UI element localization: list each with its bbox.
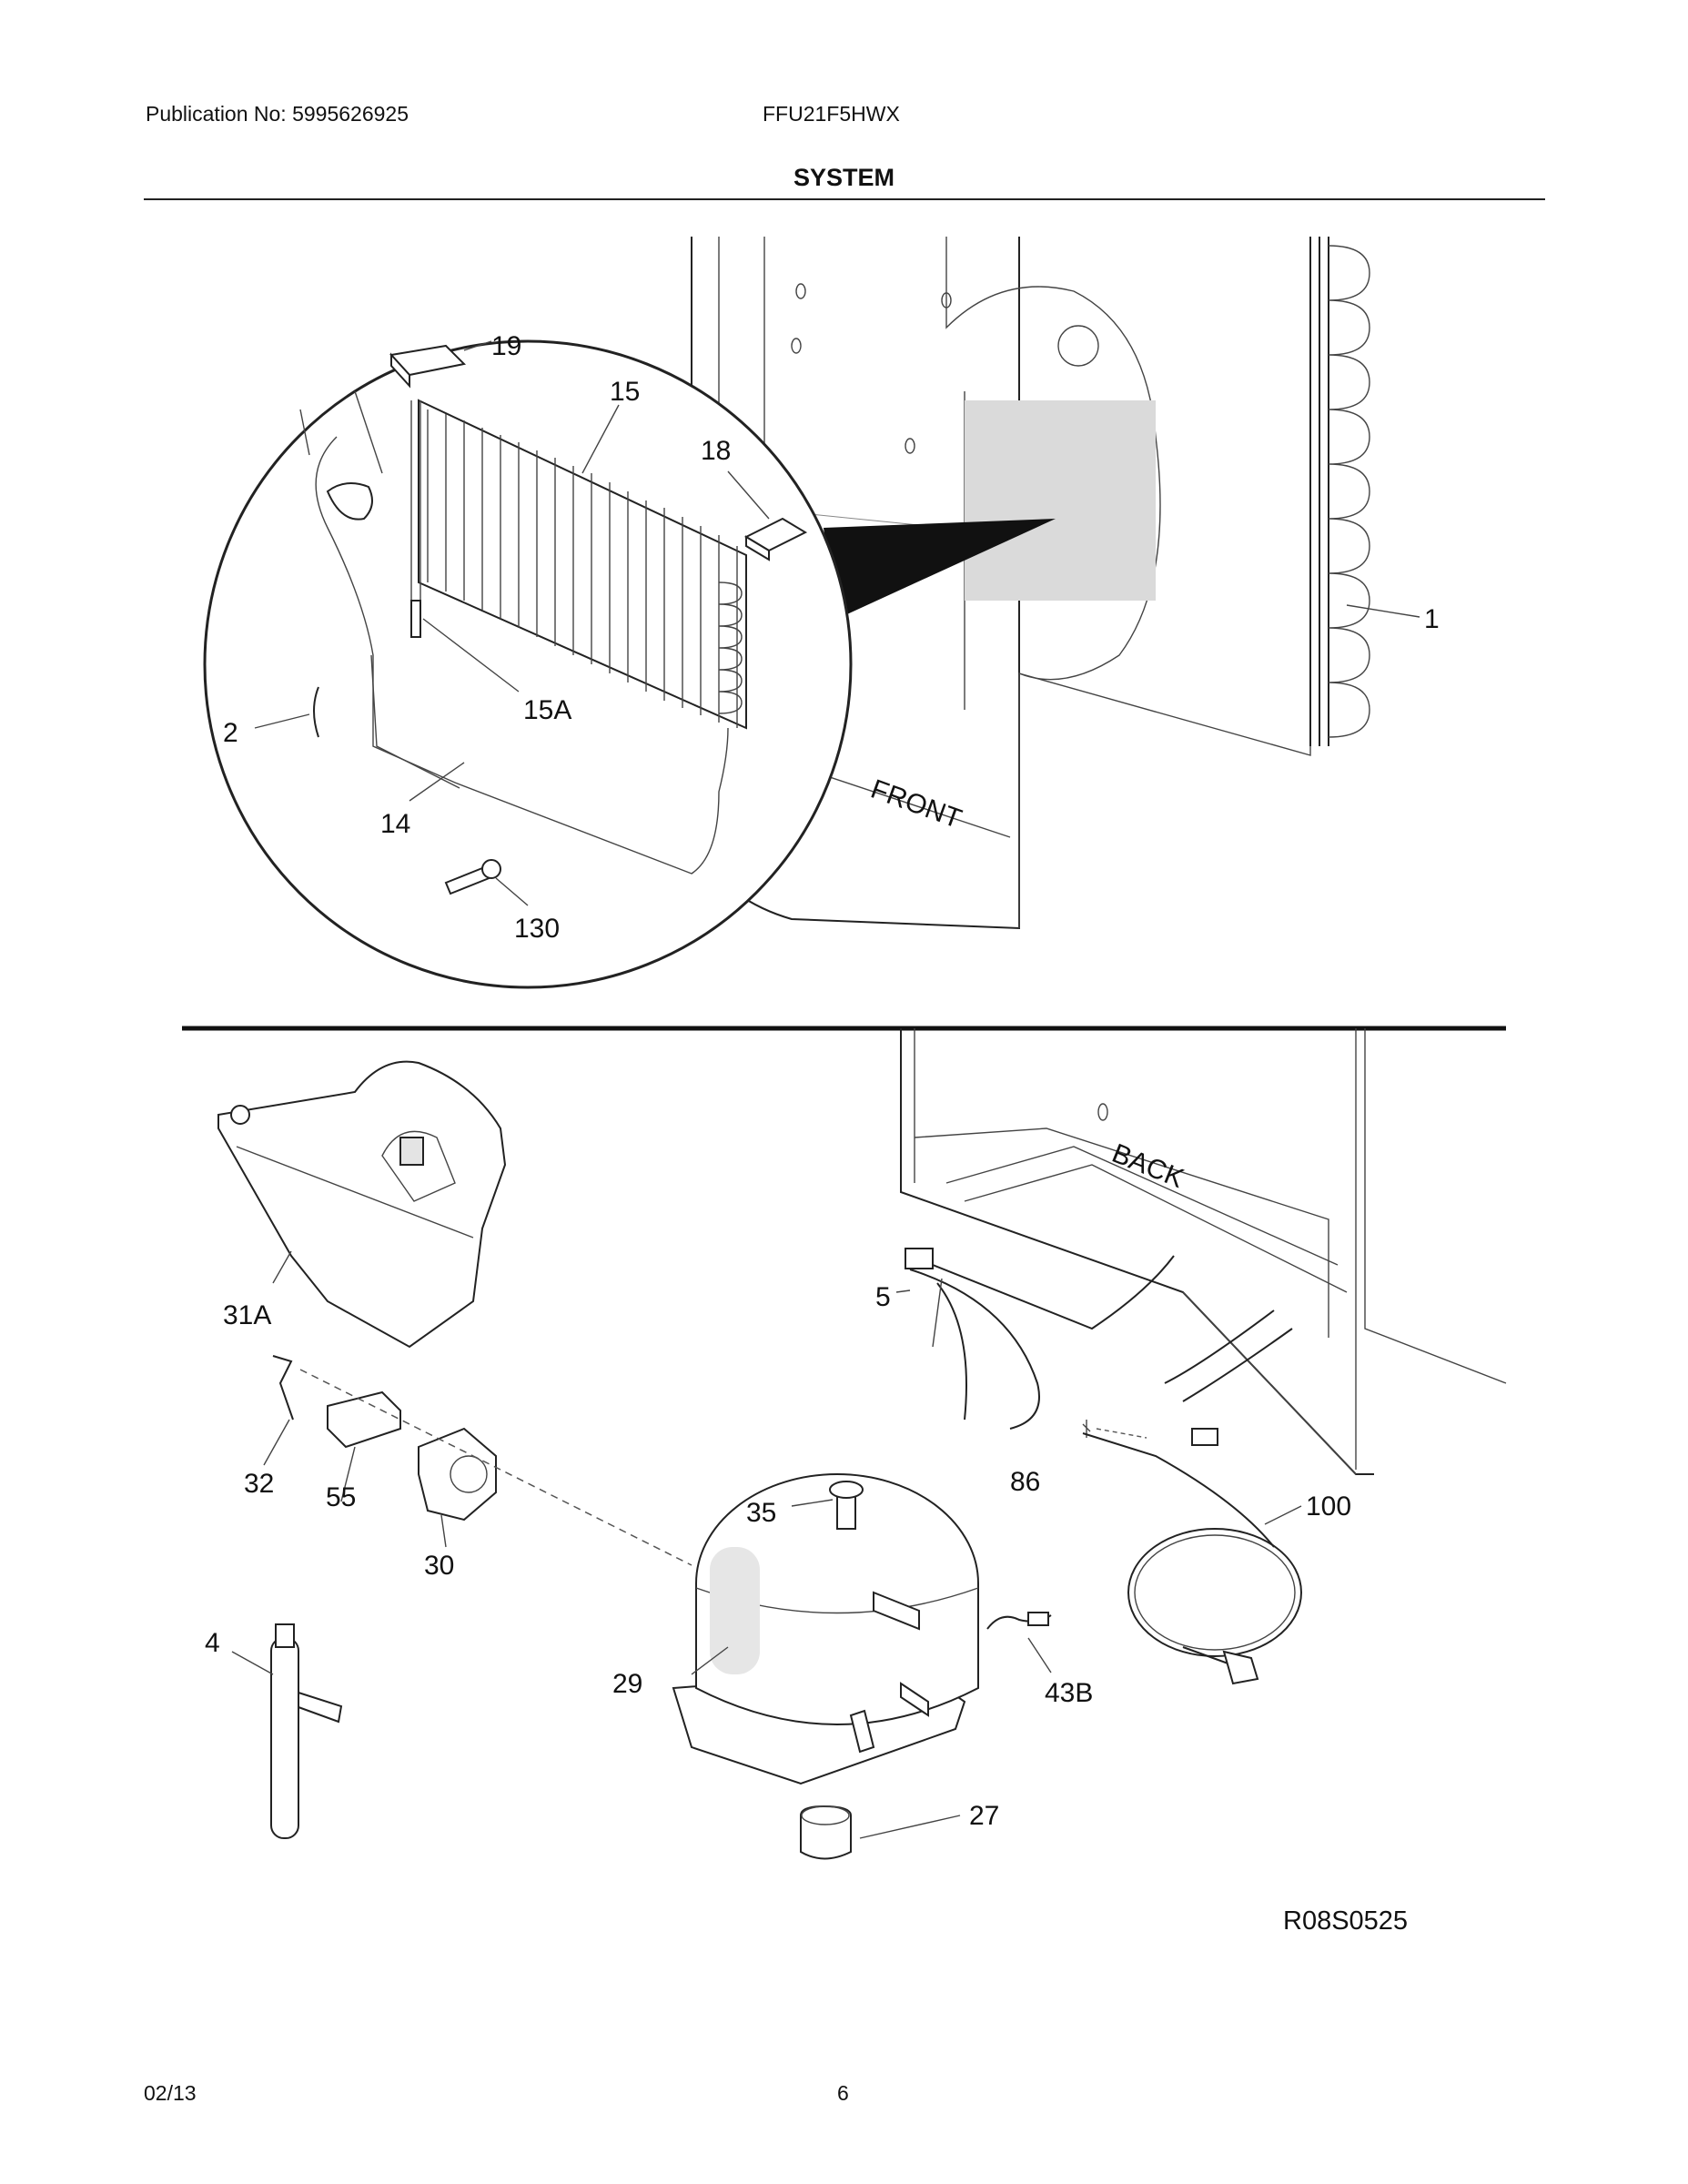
- publication-number: Publication No: 5995626925: [146, 102, 409, 126]
- callout-35: 35: [746, 1498, 776, 1528]
- cabinet-bottom-view: BACK 5: [875, 1028, 1507, 1475]
- callout-30: 30: [424, 1551, 454, 1581]
- callout-43b: 43B: [1045, 1678, 1093, 1708]
- callout-5: 5: [875, 1282, 891, 1312]
- callout-15: 15: [610, 377, 640, 407]
- clip-43b: 43B: [986, 1612, 1093, 1708]
- callout-130: 130: [514, 914, 560, 944]
- drain-pan: 31A: [217, 1060, 507, 1349]
- page-number: 6: [837, 2081, 849, 2105]
- compressor-group: 35 29 27: [612, 1473, 999, 1860]
- power-cord-group: 86 100: [1010, 1420, 1351, 1685]
- callout-2: 2: [223, 718, 238, 748]
- callout-4: 4: [205, 1628, 220, 1658]
- callout-32: 32: [244, 1469, 274, 1499]
- front-label: FRONT: [867, 774, 965, 834]
- relay-overload-group: 32 55 30: [244, 1355, 692, 1581]
- callout-19: 19: [491, 331, 521, 361]
- callout-31a: 31A: [223, 1300, 271, 1330]
- drawing-code: R08S0525: [1283, 1906, 1409, 1936]
- callout-14: 14: [380, 809, 410, 839]
- model-number: FFU21F5HWX: [763, 102, 900, 126]
- evaporator-detail: 19 15 18 15A 2 14 130: [203, 331, 853, 989]
- callout-29: 29: [612, 1669, 642, 1699]
- filter-drier: 4: [205, 1623, 343, 1839]
- callout-27: 27: [969, 1801, 999, 1831]
- callout-86: 86: [1010, 1467, 1040, 1497]
- callout-55: 55: [326, 1482, 356, 1512]
- footer-date: 02/13: [144, 2081, 197, 2105]
- condenser-coil: 1: [1309, 237, 1440, 746]
- back-label: BACK: [1107, 1138, 1188, 1194]
- callout-15a: 15A: [523, 695, 571, 725]
- callout-18: 18: [701, 436, 731, 466]
- section-title: SYSTEM: [793, 164, 895, 191]
- callout-100: 100: [1306, 1491, 1351, 1522]
- callout-1: 1: [1424, 604, 1440, 634]
- header-rule: [144, 198, 1545, 200]
